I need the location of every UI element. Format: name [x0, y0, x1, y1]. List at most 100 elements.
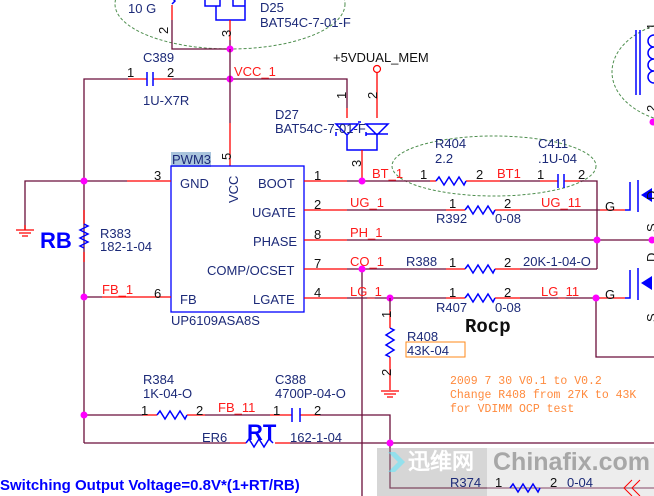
pin-label: 2 [550, 475, 557, 490]
pin-label: 2 [504, 255, 511, 270]
junction [80, 293, 88, 301]
net-ug-11: UG_11 [541, 195, 581, 210]
capacitor-c411 [557, 174, 565, 188]
junction [386, 439, 394, 447]
pin-label: 1 [495, 475, 502, 490]
pin-label: 2 [167, 65, 174, 80]
net-fb-1: FB_1 [102, 282, 133, 297]
supply-5vdual-mem: +5VDUAL_MEM [333, 50, 429, 65]
ground-icon [381, 390, 399, 398]
pin-label: 1 [141, 403, 148, 418]
r384-ref: R384 [143, 372, 174, 387]
net-bt-1: BT_1 [372, 166, 403, 181]
r388-ref: R388 [406, 254, 437, 269]
rb-tag: RB [40, 228, 72, 253]
junction [358, 265, 366, 273]
pin-label: 8 [314, 227, 321, 242]
resistor-r407 [464, 292, 496, 304]
r408-value-box [405, 341, 466, 358]
r408-ref: R408 [407, 329, 438, 344]
rocp-label: Rocp [465, 316, 511, 338]
watermark: 迅维网 Chinafix.com [377, 448, 654, 496]
pin-label: 1 [449, 285, 456, 300]
c388-ref: C388 [275, 372, 306, 387]
net-lg-1: LG_1 [350, 284, 382, 299]
r407-ref: R407 [436, 300, 467, 315]
net-vcc-1: VCC_1 [234, 64, 276, 79]
diode-d27 [334, 121, 390, 151]
r407-value: 0-08 [495, 300, 521, 315]
pin-label: 2 [196, 403, 203, 418]
junction [593, 236, 601, 244]
junction [358, 177, 366, 185]
rt-tag: RT [247, 420, 277, 445]
r374-value: 0-04 [567, 475, 593, 490]
capacitor-c389 [146, 72, 154, 86]
r404-ref: R404 [435, 136, 466, 151]
source-label: S [644, 313, 654, 322]
ic-ref: PWM3 [172, 152, 211, 167]
junction [592, 294, 600, 302]
ic-pin-fb: FB [180, 292, 197, 307]
pin-label: 2 [379, 369, 394, 376]
junction [80, 411, 88, 419]
mosfet-high-side: G D S [605, 180, 654, 232]
ground-icon [16, 225, 34, 237]
pin-label: 1 [449, 196, 456, 211]
resistor-partial [171, 0, 177, 5]
resistor-r384 [156, 409, 188, 421]
power-port [372, 64, 382, 74]
c411-value: .1U-04 [538, 151, 577, 166]
ic-pwm3 [170, 165, 305, 313]
pin-label: 3 [349, 160, 364, 167]
pin-label: 2 [314, 403, 321, 418]
net-fb-11: FB_11 [218, 400, 255, 415]
pin-label: 2 [644, 105, 654, 112]
r388-value: 20K-1-04-O [523, 254, 591, 269]
pin-label: 1 [644, 23, 654, 30]
watermark-cn: 迅维网 [408, 449, 474, 474]
pin-label: 6 [154, 286, 161, 301]
c389-ref: C389 [143, 50, 174, 65]
junction [80, 177, 88, 185]
resistor-r383 [78, 223, 90, 249]
highlight-ellipse-inductor [611, 25, 654, 119]
junction [648, 236, 654, 244]
resistor-r388 [464, 263, 496, 275]
gate-label: G [605, 199, 615, 214]
c411-ref: C411 [538, 136, 568, 151]
revision-note-line: Change R408 from 27K to 43K [450, 389, 636, 402]
ic-pin-phase: PHASE [253, 234, 297, 249]
net-ug-1: UG_1 [350, 195, 384, 210]
pin-label: 1 [127, 65, 134, 80]
pin-label: 1 [449, 255, 456, 270]
source-label: S [644, 223, 654, 232]
resistor-er6 [245, 437, 274, 449]
pin-label: 2 [504, 285, 511, 300]
pin-label: 2 [156, 27, 171, 34]
c388-value: 4700P-04-O [275, 386, 346, 401]
d25-value: BAT54C-7-01-F [260, 15, 351, 30]
net-ph-1: PH_1 [350, 225, 383, 240]
ic-part-number: UP6109ASA8S [171, 313, 260, 328]
pin-label: 1 [420, 167, 427, 182]
pin-label: 1 [537, 167, 544, 182]
partial-label: 10 G [128, 1, 156, 16]
ic-pin-lgate: LGATE [253, 292, 295, 307]
highlight-ellipse-boot [391, 135, 597, 197]
d27-value: BAT54C-7-01-F [275, 121, 366, 136]
capacitor-c388 [291, 408, 301, 422]
c389-value: 1U-X7R [143, 93, 189, 108]
ic-pin-vcc: VCC [226, 176, 241, 203]
r384-value: 1K-04-O [143, 386, 192, 401]
pin-label: 2 [504, 196, 511, 211]
inductor: 1 2 [635, 23, 654, 126]
pin-label: 7 [314, 256, 321, 271]
resistor-r404 [435, 175, 467, 187]
pin-label: 2 [314, 197, 321, 212]
watermark-logo-icon [388, 452, 405, 472]
r383-ref: R383 [100, 226, 131, 241]
pin-label: 1 [273, 403, 280, 418]
pin-label: 5 [219, 153, 234, 160]
